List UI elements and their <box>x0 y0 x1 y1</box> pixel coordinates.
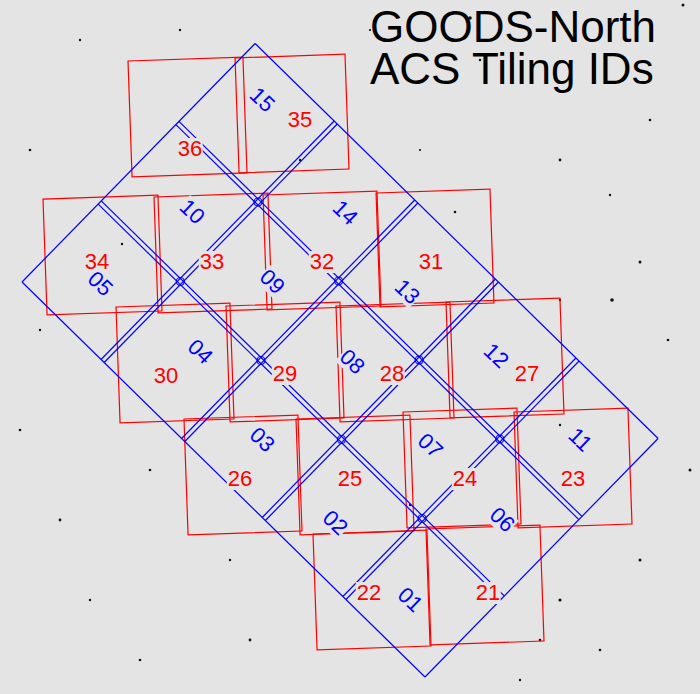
tile-edge <box>101 121 334 360</box>
star <box>689 469 692 472</box>
star <box>29 149 32 152</box>
star <box>454 211 457 214</box>
tile-corner-marker <box>335 277 343 285</box>
red-tile-id: 28 <box>379 363 405 385</box>
red-tile-id: 24 <box>452 468 478 490</box>
star <box>249 639 252 642</box>
star <box>559 424 561 426</box>
star <box>682 4 685 7</box>
star <box>639 559 642 562</box>
tile-edge <box>425 439 658 678</box>
star <box>649 119 652 122</box>
tile-edge <box>98 204 501 599</box>
star <box>39 329 41 331</box>
figure-title: GOODS-North ACS Tiling IDs <box>370 6 694 90</box>
red-tile-id: 26 <box>227 468 253 490</box>
red-tile-id: 32 <box>309 251 335 273</box>
red-tile-id: 23 <box>560 468 586 490</box>
star <box>121 243 123 245</box>
tile-corner-marker <box>418 515 426 523</box>
red-tile-id: 22 <box>356 582 382 604</box>
red-tile-id: 29 <box>272 363 298 385</box>
tile-edge <box>179 121 582 516</box>
star <box>139 659 142 662</box>
red-tile <box>184 415 302 535</box>
tile-corner-marker <box>338 436 346 444</box>
red-tile-id: 36 <box>177 138 203 160</box>
star <box>179 29 181 31</box>
star <box>419 149 421 151</box>
star <box>599 649 602 652</box>
tile-edge <box>176 125 579 520</box>
red-tile-id: 30 <box>153 365 179 387</box>
tile-edge <box>262 279 495 517</box>
red-tile <box>116 303 234 423</box>
tile-corner-marker <box>496 435 504 443</box>
red-tile-id: 27 <box>514 363 540 385</box>
red-tile <box>235 54 349 173</box>
star <box>19 429 22 432</box>
star <box>89 599 91 601</box>
star <box>558 598 561 601</box>
star <box>610 298 614 302</box>
star <box>79 39 81 41</box>
star <box>639 261 642 264</box>
red-tile <box>43 195 162 315</box>
star <box>559 159 562 162</box>
red-tile <box>226 302 344 422</box>
red-tile-id: 31 <box>418 251 444 273</box>
red-tile-id: 33 <box>199 251 225 273</box>
red-tile-id: 21 <box>475 582 501 604</box>
tile-edge <box>182 200 415 439</box>
star-field <box>19 4 692 682</box>
tile-corner-marker <box>176 278 184 286</box>
red-tile <box>154 193 272 313</box>
star <box>229 559 231 561</box>
tile-edge <box>101 201 504 596</box>
star <box>609 194 611 196</box>
blue-tiles <box>22 44 658 678</box>
tile-corner-marker <box>415 356 423 364</box>
tile-edge <box>104 124 337 362</box>
tile-edge <box>255 44 658 439</box>
red-tile-id: 25 <box>337 468 363 490</box>
star <box>519 679 521 681</box>
red-tile <box>296 415 414 535</box>
star <box>149 469 152 472</box>
tile-corner-marker <box>257 357 265 365</box>
red-tile <box>128 57 247 177</box>
tile-edge <box>22 282 425 677</box>
red-tile-id: 35 <box>287 109 313 131</box>
star <box>59 519 62 522</box>
tile-edge <box>343 358 576 596</box>
tile-edge <box>22 44 255 283</box>
tile-corner-marker <box>254 198 262 206</box>
red-tile <box>263 191 381 310</box>
red-tile <box>313 530 431 650</box>
star <box>667 339 670 342</box>
red-tiles <box>43 54 632 650</box>
